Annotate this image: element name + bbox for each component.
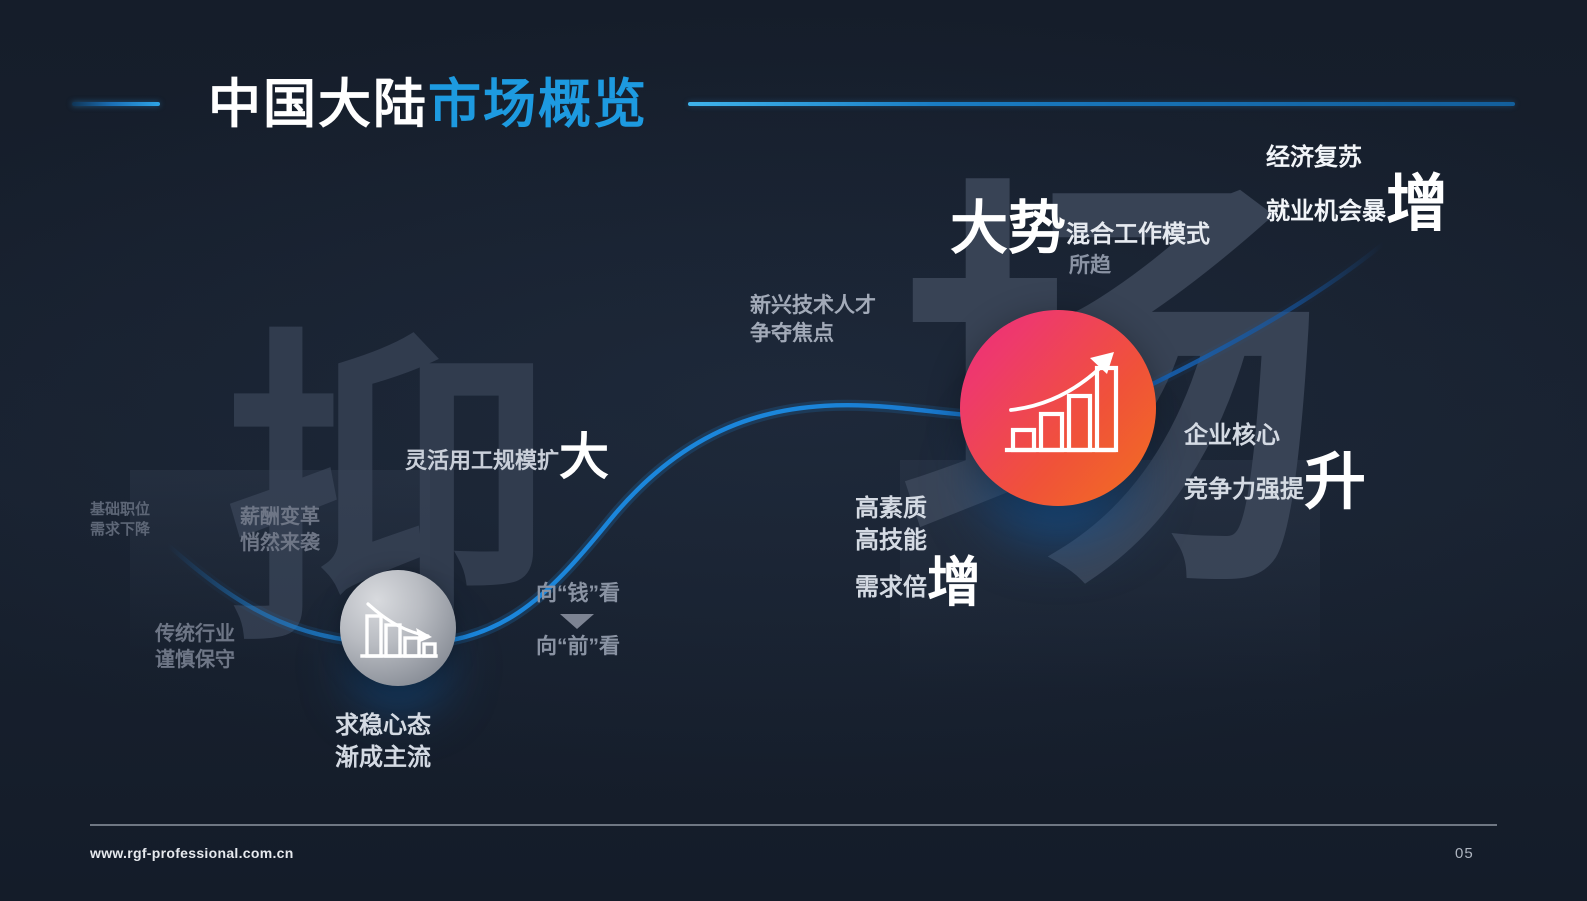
label-core-competitiveness-emphasis: 升 [1304, 447, 1367, 517]
label-economic-recovery-line2: 就业机会暴 [1266, 197, 1386, 225]
page-title-accent: 市场概览 [428, 74, 648, 134]
bar-chart-up-arrow-icon [1004, 352, 1119, 453]
label-base-jobs-line1: 基础职位 [90, 501, 151, 518]
label-traditional-industry-line2: 谨慎保守 [155, 649, 235, 672]
label-forward-first: 向“前”看 [536, 635, 620, 658]
label-flexible-employment-emphasis: 大 [559, 429, 610, 485]
title-row: 中国大陆市场概览 [0, 72, 1587, 136]
label-economic-recovery: 经济复苏 就业机会暴增 [1266, 142, 1448, 236]
title-rule-right [688, 102, 1515, 106]
label-emerging-tech: 新兴技术人才 争夺焦点 [750, 292, 876, 347]
label-high-quality-skills-line1: 高素质 [855, 495, 927, 522]
label-high-quality-skills: 高素质 高技能 需求倍增 [855, 493, 981, 610]
footer-divider [90, 824, 1497, 826]
label-economic-recovery-line1: 经济复苏 [1266, 144, 1362, 171]
label-pay-reform-line2: 悄然来袭 [240, 532, 320, 555]
label-flexible-employment: 灵活用工规模扩大 [405, 432, 609, 482]
label-core-competitiveness: 企业核心 竞争力强提升 [1184, 420, 1366, 514]
label-down-node-caption-line1: 求稳心态 [335, 712, 431, 739]
label-pay-reform-line1: 薪酬变革 [240, 506, 320, 528]
label-emerging-tech-line2: 争夺焦点 [750, 321, 834, 345]
label-hybrid-work-line2: 所趋 [1069, 254, 1111, 277]
label-base-jobs: 基础职位 需求下降 [90, 500, 150, 540]
up-trend-node[interactable] [960, 310, 1156, 506]
down-trend-node[interactable] [340, 570, 456, 686]
chevron-down-icon [560, 614, 594, 629]
label-high-quality-skills-line2: 高技能 [855, 526, 927, 554]
page-title-primary: 中国大陆 [208, 74, 428, 134]
label-emerging-tech-line1: 新兴技术人才 [750, 294, 876, 317]
label-money-first: 向“钱”看 [536, 582, 620, 605]
footer-url[interactable]: www.rgf-professional.com.cn [90, 845, 294, 861]
label-down-node-caption-line2: 渐成主流 [335, 743, 431, 771]
label-hybrid-work: 大势混合工作模式 所趋 [950, 200, 1210, 280]
label-hybrid-work-emphasis: 大势 [950, 196, 1067, 261]
label-hybrid-work-line1: 混合工作模式 [1066, 221, 1211, 248]
label-traditional-industry: 传统行业 谨慎保守 [155, 621, 235, 674]
label-traditional-industry-line1: 传统行业 [155, 623, 235, 645]
label-core-competitiveness-line1: 企业核心 [1184, 422, 1280, 449]
page-number: 05 [1455, 845, 1474, 862]
page-title: 中国大陆市场概览 [208, 78, 648, 131]
label-core-competitiveness-line2: 竞争力强提 [1184, 475, 1304, 503]
label-high-quality-skills-line3: 需求倍 [855, 574, 927, 602]
title-rule-left [72, 102, 160, 106]
label-economic-recovery-emphasis: 增 [1386, 169, 1449, 239]
bar-chart-down-arrow-icon [360, 602, 438, 658]
label-flexible-employment-text: 灵活用工规模扩 [405, 448, 560, 473]
label-base-jobs-line2: 需求下降 [90, 520, 151, 538]
label-down-node-caption: 求稳心态 渐成主流 [335, 710, 431, 773]
label-high-quality-skills-emphasis: 增 [927, 553, 981, 614]
label-pay-reform: 薪酬变革 悄然来袭 [240, 504, 320, 557]
